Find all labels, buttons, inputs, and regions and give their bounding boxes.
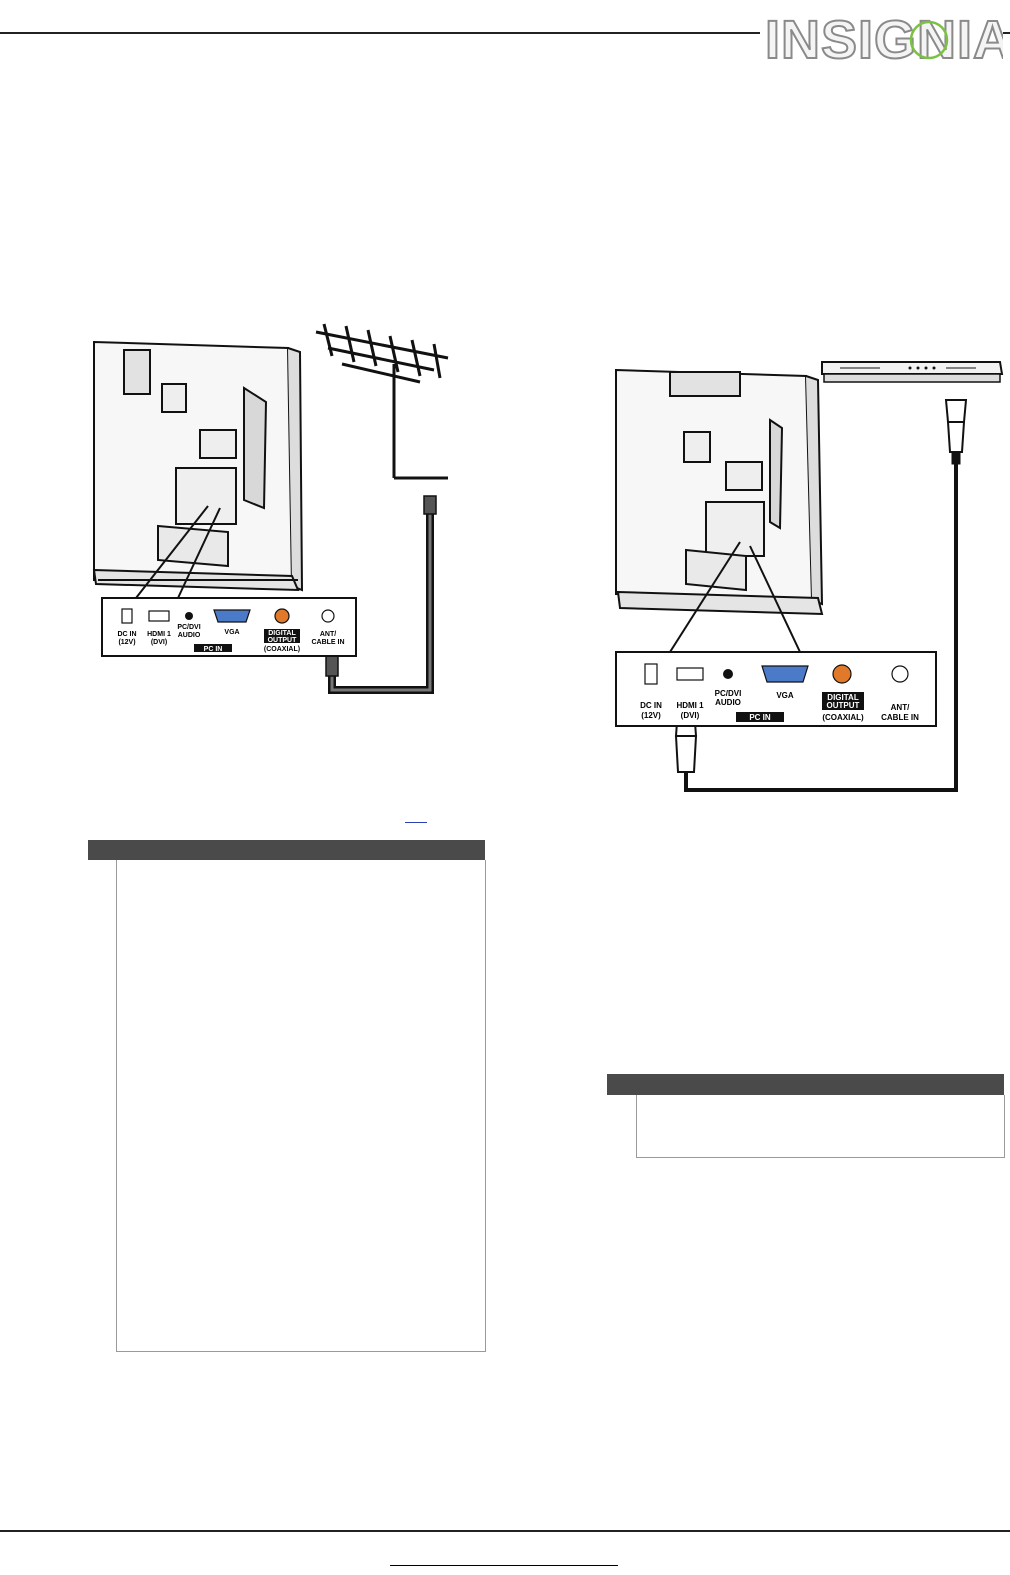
- hdmi-port: [676, 667, 704, 681]
- port-label-digital-sub: OUTPUT: [268, 637, 298, 644]
- port-label-digital: DIGITAL: [827, 693, 859, 702]
- dc-in-port: [121, 608, 133, 624]
- page-reference-link[interactable]: [405, 806, 427, 823]
- antenna-icon: [315, 323, 449, 480]
- left-note-box: [116, 860, 486, 1352]
- ant-cable-port: [321, 609, 335, 623]
- footer-rule: [0, 1530, 1010, 1532]
- footer-underline: [390, 1565, 618, 1566]
- connection-panel: DC IN (12V) HDMI 1 (DVI) PC/DVI AUDIO VG…: [615, 651, 937, 727]
- port-label-ant: ANT/: [891, 703, 910, 712]
- digital-output-port: [832, 664, 852, 684]
- pc-in-tag: [736, 712, 784, 722]
- port-label-pc-dvi: PC/DVI: [715, 689, 742, 698]
- audio-port: [185, 612, 193, 620]
- dc-in-port: [644, 663, 658, 685]
- callout-line: [669, 541, 741, 653]
- port-label-digital: DIGITAL: [268, 630, 296, 637]
- callout-line: [749, 545, 801, 653]
- port-label-pc-dvi: PC/DVI: [177, 624, 200, 631]
- port-label-coaxial: (COAXIAL): [822, 713, 864, 722]
- port-label-pc-dvi-sub: AUDIO: [715, 698, 741, 707]
- connection-panel: DC IN (12V) HDMI 1 (DVI) PC/DVI AUDIO VG…: [101, 597, 357, 657]
- port-label-dc-in: DC IN: [117, 631, 136, 638]
- port-label-pc-in: PC IN: [204, 646, 223, 653]
- pc-in-tag: [194, 644, 232, 652]
- vga-port: [213, 609, 251, 623]
- callout-line: [135, 505, 209, 599]
- hdmi-connection-figure: DC IN (12V) HDMI 1 (DVI) PC/DVI AUDIO VG…: [615, 361, 1004, 792]
- port-label-digital-sub: OUTPUT: [827, 701, 860, 710]
- port-label-vga: VGA: [776, 691, 794, 700]
- port-label-pc-dvi-sub: AUDIO: [178, 632, 201, 639]
- port-label-vga: VGA: [224, 629, 239, 636]
- port-label-dc-in-sub: (12V): [118, 639, 135, 646]
- right-note-box: [636, 1095, 1005, 1158]
- port-label-ant: ANT/: [320, 631, 336, 638]
- callout-line: [177, 507, 221, 599]
- digital-output-port: [274, 608, 290, 624]
- brand-logo: INSIGNIA: [764, 9, 1003, 68]
- tv-back-illustration: [615, 368, 824, 616]
- port-label-ant-sub: CABLE IN: [311, 639, 344, 646]
- audio-port: [723, 669, 733, 679]
- port-label-dc-in: DC IN: [640, 701, 662, 710]
- ant-cable-port: [891, 665, 909, 683]
- port-label-hdmi: HDMI 1: [676, 701, 704, 710]
- dvd-player-icon: [821, 361, 1004, 383]
- port-label-pc-in: PC IN: [749, 713, 771, 722]
- header-rule-right: [1003, 32, 1010, 34]
- port-label-hdmi: HDMI 1: [147, 631, 171, 638]
- header-rule: [0, 32, 760, 34]
- port-label-dc-in-sub: (12V): [641, 711, 661, 720]
- digital-output-tag: [264, 629, 300, 643]
- port-label-hdmi-sub: (DVI): [151, 639, 167, 646]
- antenna-connection-figure: DC IN (12V) HDMI 1 (DVI) PC/DVI AUDIO VG…: [92, 323, 449, 694]
- brand-logo-text: INSIGNIA: [765, 10, 1003, 68]
- right-note-header: [607, 1074, 1004, 1095]
- coax-cable: [325, 495, 437, 694]
- left-note-header: [88, 840, 485, 860]
- port-label-coaxial: (COAXIAL): [264, 646, 300, 653]
- hdmi-port: [148, 610, 170, 622]
- port-label-ant-sub: CABLE IN: [881, 713, 919, 722]
- port-label-hdmi-sub: (DVI): [681, 711, 700, 720]
- logo-swoosh: [909, 20, 949, 60]
- vga-port: [761, 665, 809, 683]
- digital-output-tag: [822, 692, 864, 710]
